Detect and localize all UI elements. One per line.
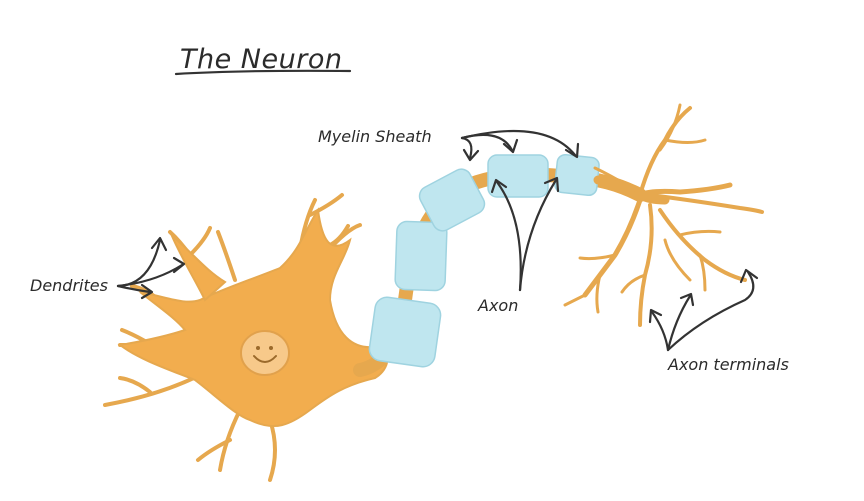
- cell-body: [103, 193, 389, 482]
- myelin-sheath: [368, 153, 600, 368]
- myelin-arrows: [460, 129, 580, 162]
- label-axon-terminals: Axon terminals: [667, 355, 789, 374]
- dendrites-arrows: [116, 236, 186, 300]
- label-myelin-sheath: Myelin Sheath: [318, 127, 432, 146]
- axon-terminals: [563, 103, 764, 327]
- label-dendrites: Dendrites: [30, 276, 108, 295]
- nucleus: [240, 330, 290, 376]
- axon-arrows: [490, 176, 560, 292]
- label-axon: Axon: [477, 296, 518, 315]
- axon-terminals-arrows: [648, 268, 759, 352]
- title-underline: [174, 69, 352, 76]
